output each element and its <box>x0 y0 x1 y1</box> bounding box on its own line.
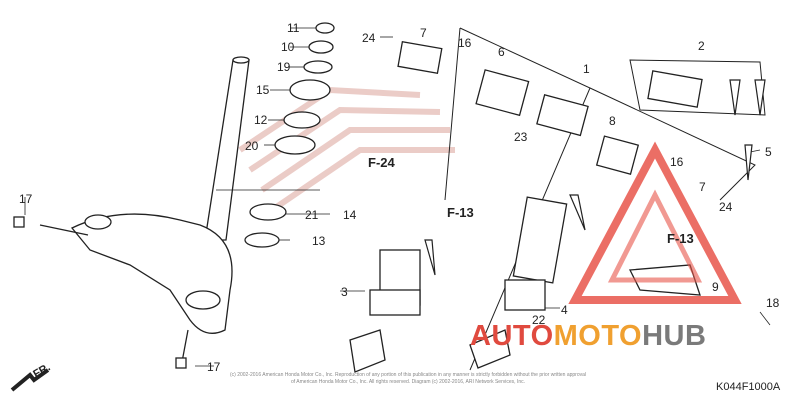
ref-f24[interactable]: F-24 <box>368 155 395 170</box>
callout-3: 3 <box>341 285 348 299</box>
callout-17b: 17 <box>207 360 221 374</box>
callout-4: 4 <box>561 303 568 317</box>
callout-6: 6 <box>498 45 505 59</box>
callout-20: 20 <box>245 139 259 153</box>
warning-triangle <box>568 141 742 304</box>
callout-16b: 16 <box>670 155 684 169</box>
keys <box>424 79 766 276</box>
watermark-part-3: HUB <box>642 320 707 352</box>
front-arrow <box>10 368 50 392</box>
callout-1: 1 <box>583 62 590 76</box>
leader-lines <box>24 27 771 367</box>
callout-24a: 24 <box>362 31 376 45</box>
ref-f13-right[interactable]: F-13 <box>667 231 694 246</box>
callout-8: 8 <box>609 114 616 128</box>
callout-23: 23 <box>514 130 528 144</box>
steering-stem <box>13 56 250 369</box>
ref-f13-left[interactable]: F-13 <box>447 205 474 220</box>
callout-5: 5 <box>765 145 772 159</box>
automotohub-watermark: AUTOMOTOHUB <box>470 320 706 353</box>
diagram-code: K044F1000A <box>716 381 781 393</box>
watermark-part-1: AUTO <box>470 320 554 352</box>
copyright-notice: (c) 2002-2016 American Honda Motor Co., … <box>229 372 587 385</box>
callout-12: 12 <box>254 113 268 127</box>
callout-14: 14 <box>343 208 357 222</box>
callout-11: 11 <box>287 21 300 35</box>
callout-22: 22 <box>532 313 546 327</box>
callout-24b: 24 <box>719 200 733 214</box>
warning-triangle-inner <box>607 189 703 283</box>
callout-10: 10 <box>281 40 295 54</box>
watermark-part-2: MOTO <box>553 320 643 352</box>
callout-18: 18 <box>766 296 780 310</box>
callout-17a: 17 <box>19 192 33 206</box>
lock-assembly-box <box>444 27 766 371</box>
callout-21: 21 <box>305 208 319 222</box>
bearing-stack <box>244 22 335 248</box>
callout-19: 19 <box>277 60 291 74</box>
callout-7a: 7 <box>420 26 427 40</box>
callout-15: 15 <box>256 83 270 97</box>
callout-13: 13 <box>312 234 326 248</box>
callout-2: 2 <box>698 39 705 53</box>
callout-16a: 16 <box>458 36 472 50</box>
callout-9: 9 <box>712 280 719 294</box>
callout-7b: 7 <box>699 180 706 194</box>
